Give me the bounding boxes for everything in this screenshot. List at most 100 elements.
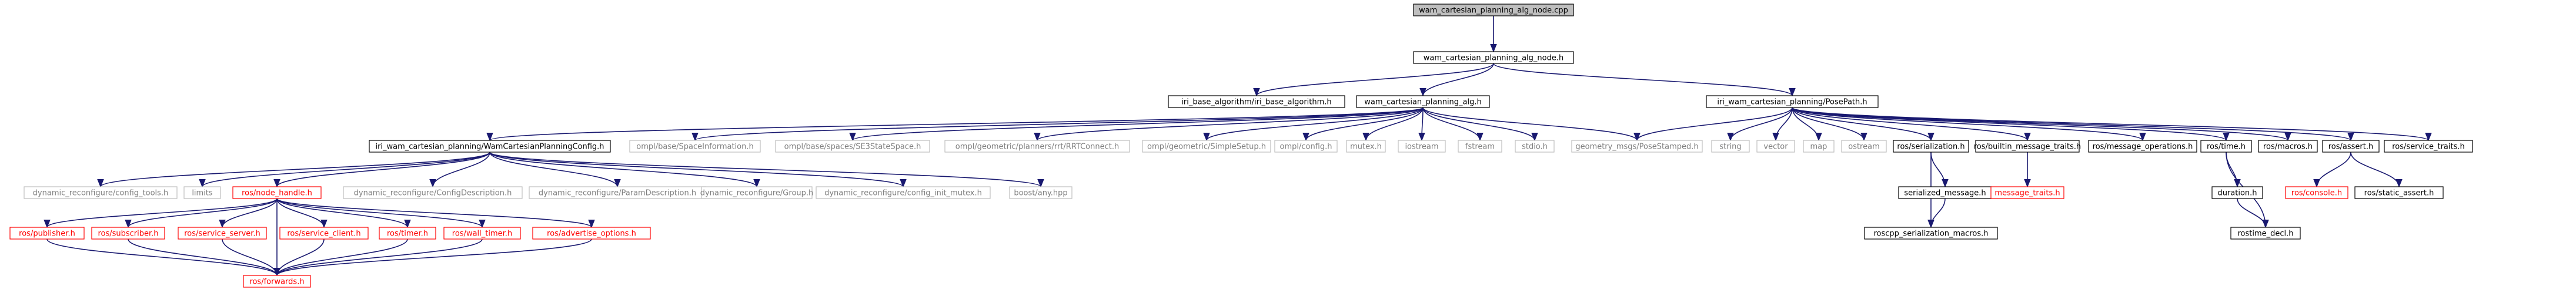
edge-ros_node_handle-to-ros_timer bbox=[276, 198, 411, 228]
node-ros_service_client[interactable]: ros/service_client.h bbox=[279, 227, 369, 240]
node-box bbox=[2200, 140, 2252, 153]
node-ros_timer[interactable]: ros/timer.h bbox=[379, 227, 436, 240]
node-ros_service_server[interactable]: ros/service_server.h bbox=[178, 227, 267, 240]
node-box bbox=[1803, 140, 1835, 153]
node-label: ros/publisher.h bbox=[19, 230, 75, 238]
edge-ros_subscriber-to-ros_forwards bbox=[128, 238, 280, 277]
node-label: ompl/base/SpaceInformation.h bbox=[636, 143, 753, 152]
node-alg_node_h[interactable]: wam_cartesian_planning_alg_node.h bbox=[1413, 51, 1574, 64]
node-box bbox=[2354, 186, 2444, 199]
node-box bbox=[1009, 186, 1073, 199]
node-config_h[interactable]: iri_wam_cartesian_planning/WamCartesianP… bbox=[369, 140, 611, 153]
edge-ros_node_handle-to-ros_publisher bbox=[44, 198, 278, 228]
node-ros_console[interactable]: ros/console.h bbox=[2285, 186, 2348, 199]
node-label: dynamic_reconfigure/config_tools.h bbox=[33, 189, 169, 198]
node-label: ros/wall_timer.h bbox=[452, 230, 512, 238]
node-label: ros/service_client.h bbox=[287, 230, 360, 238]
node-box bbox=[1413, 51, 1574, 64]
edge-ros_advertise_options-to-ros_forwards bbox=[273, 238, 592, 277]
node-box bbox=[1990, 186, 2064, 199]
edge-posepath_h-to-ros_service_traits bbox=[1792, 107, 2432, 142]
node-posepath_h[interactable]: iri_wam_cartesian_planning/PosePath.h bbox=[1706, 95, 1879, 108]
node-rostime_decl[interactable]: rostime_decl.h bbox=[2230, 227, 2301, 240]
node-box bbox=[1893, 140, 1969, 153]
edge-alg_h-to-ompl_simple bbox=[1203, 107, 1424, 142]
node-ros_wall_timer[interactable]: ros/wall_timer.h bbox=[443, 227, 521, 240]
edge-posepath_h-to-ros_time bbox=[1792, 107, 2230, 142]
node-message_traits[interactable]: message_traits.h bbox=[1990, 186, 2064, 199]
node-ros_advertise_options[interactable]: ros/advertise_options.h bbox=[532, 227, 651, 240]
edge-ros_time-to-duration bbox=[2226, 152, 2241, 188]
edge-alg_h-to-iostream bbox=[1418, 107, 1425, 142]
node-box bbox=[243, 275, 311, 288]
node-label: duration.h bbox=[2217, 189, 2257, 198]
edge-config_h-to-limits bbox=[199, 152, 490, 188]
edge-posepath_h-to-ros_msg_ops bbox=[1792, 107, 2146, 142]
node-box bbox=[1398, 140, 1446, 153]
node-box bbox=[24, 186, 178, 199]
node-label: ros/service_traits.h bbox=[2392, 143, 2465, 152]
node-box bbox=[701, 186, 813, 199]
node-label: iri_wam_cartesian_planning/WamCartesianP… bbox=[375, 143, 604, 152]
node-duration[interactable]: duration.h bbox=[2211, 186, 2263, 199]
edge-alg_node_h-to-posepath_h bbox=[1493, 63, 1796, 97]
node-boost_any: boost/any.hpp bbox=[1009, 186, 1073, 199]
node-mutex: mutex.h bbox=[1346, 140, 1386, 153]
node-label: map bbox=[1810, 143, 1827, 152]
node-ros_static_assert[interactable]: ros/static_assert.h bbox=[2354, 186, 2444, 199]
node-box bbox=[629, 140, 761, 153]
node-ros_publisher[interactable]: ros/publisher.h bbox=[9, 227, 85, 240]
node-ros_service_traits[interactable]: ros/service_traits.h bbox=[2384, 140, 2473, 153]
node-label: ros/static_assert.h bbox=[2364, 189, 2434, 198]
node-label: limits bbox=[192, 189, 213, 198]
node-alg_h[interactable]: wam_cartesian_planning_alg.h bbox=[1356, 95, 1490, 108]
node-box bbox=[2285, 186, 2348, 199]
node-box bbox=[2211, 186, 2263, 199]
node-label: ros/serialization.h bbox=[1897, 143, 1964, 152]
edge-posepath_h-to-string bbox=[1727, 107, 1793, 142]
edge-config_h-to-dr_config_desc bbox=[429, 152, 490, 188]
node-box bbox=[343, 186, 523, 199]
node-box bbox=[1841, 140, 1887, 153]
node-ros_node_handle[interactable]: ros/node_handle.h bbox=[232, 186, 322, 199]
node-ompl_se3: ompl/base/spaces/SE3StateSpace.h bbox=[775, 140, 930, 153]
node-box bbox=[1756, 140, 1795, 153]
edge-serialized_message-to-roscpp_ser_macros bbox=[1927, 198, 1946, 228]
edge-ros_node_handle-to-ros_service_client bbox=[276, 198, 328, 228]
node-label: ompl/geometric/SimpleSetup.h bbox=[1147, 143, 1266, 152]
node-box bbox=[1571, 140, 1703, 153]
node-pose_stamped: geometry_msgs/PoseStamped.h bbox=[1571, 140, 1703, 153]
node-ros_serialization[interactable]: ros/serialization.h bbox=[1893, 140, 1969, 153]
node-ros_time[interactable]: ros/time.h bbox=[2200, 140, 2252, 153]
edge-config_h-to-dr_config_init_mutex bbox=[489, 152, 907, 188]
node-iri_base_alg[interactable]: iri_base_algorithm/iri_base_algorithm.h bbox=[1168, 95, 1345, 108]
node-roscpp_ser_macros[interactable]: roscpp_serialization_macros.h bbox=[1864, 227, 1998, 240]
node-ostream: ostream bbox=[1841, 140, 1887, 153]
node-label: dynamic_reconfigure/ParamDescription.h bbox=[539, 189, 696, 198]
node-label: string bbox=[1719, 143, 1741, 152]
node-label: ros/macros.h bbox=[2263, 143, 2313, 152]
node-ros_subscriber[interactable]: ros/subscriber.h bbox=[91, 227, 165, 240]
node-ros_assert[interactable]: ros/assert.h bbox=[2322, 140, 2380, 153]
node-box bbox=[1413, 4, 1574, 16]
node-label: stdio.h bbox=[1522, 143, 1548, 152]
node-label: wam_cartesian_planning_alg.h bbox=[1364, 98, 1482, 107]
node-serialized_message[interactable]: serialized_message.h bbox=[1898, 186, 1992, 199]
node-ros_builtin[interactable]: ros/builtin_message_traits.h bbox=[1974, 140, 2081, 153]
edge-alg_h-to-ompl_config bbox=[1302, 107, 1424, 142]
node-label: ros/builtin_message_traits.h bbox=[1974, 143, 2081, 152]
node-box bbox=[183, 186, 221, 199]
node-box bbox=[775, 140, 930, 153]
node-ros_macros[interactable]: ros/macros.h bbox=[2258, 140, 2318, 153]
node-ros_forwards[interactable]: ros/forwards.h bbox=[243, 275, 311, 288]
node-ros_msg_ops[interactable]: ros/message_operations.h bbox=[2088, 140, 2197, 153]
edge-config_h-to-ros_node_handle bbox=[273, 152, 490, 188]
node-label: wam_cartesian_planning_alg_node.cpp bbox=[1419, 6, 1568, 15]
node-box bbox=[2322, 140, 2380, 153]
node-label: dynamic_reconfigure/config_init_mutex.h bbox=[824, 189, 982, 198]
node-box bbox=[279, 227, 369, 240]
edge-ros_serialization-to-serialized_message bbox=[1930, 152, 1949, 188]
node-root[interactable]: wam_cartesian_planning_alg_node.cpp bbox=[1413, 4, 1574, 16]
node-label: ompl/base/spaces/SE3StateSpace.h bbox=[784, 143, 921, 152]
